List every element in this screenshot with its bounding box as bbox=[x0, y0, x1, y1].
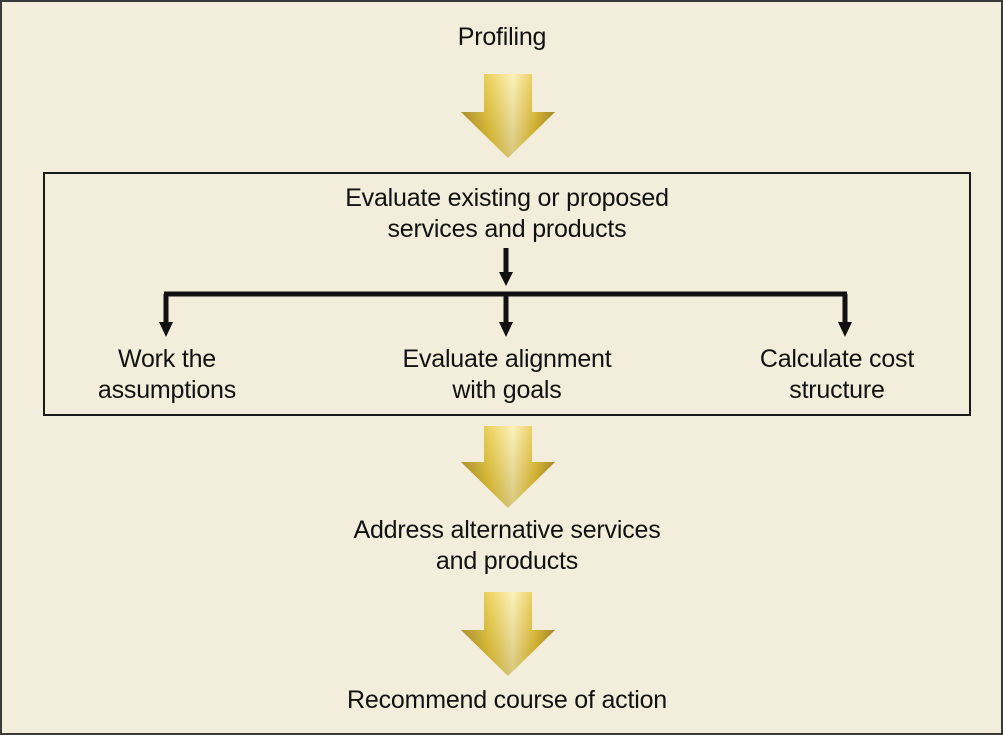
down-arrow-icon bbox=[461, 426, 555, 508]
branch-calculate-cost: Calculate cost structure bbox=[759, 345, 915, 404]
arrowhead-icon bbox=[159, 322, 173, 337]
arrowhead-icon bbox=[499, 322, 513, 337]
branch-connector bbox=[163, 248, 848, 324]
arrowhead-icon bbox=[499, 272, 513, 286]
down-arrow-icon bbox=[461, 74, 555, 158]
step-recommend: Recommend course of action bbox=[347, 686, 667, 714]
step-profiling: Profiling bbox=[457, 23, 547, 51]
step-address-alternatives: Address alternative services and product… bbox=[353, 516, 661, 575]
evaluation-box bbox=[43, 172, 971, 416]
branch-evaluate-alignment: Evaluate alignment with goals bbox=[402, 345, 612, 404]
down-arrow-icon bbox=[461, 592, 555, 676]
step-evaluate: Evaluate existing or proposed services a… bbox=[345, 184, 669, 243]
arrowhead-icon bbox=[838, 322, 852, 337]
branch-work-assumptions: Work the assumptions bbox=[97, 345, 237, 404]
